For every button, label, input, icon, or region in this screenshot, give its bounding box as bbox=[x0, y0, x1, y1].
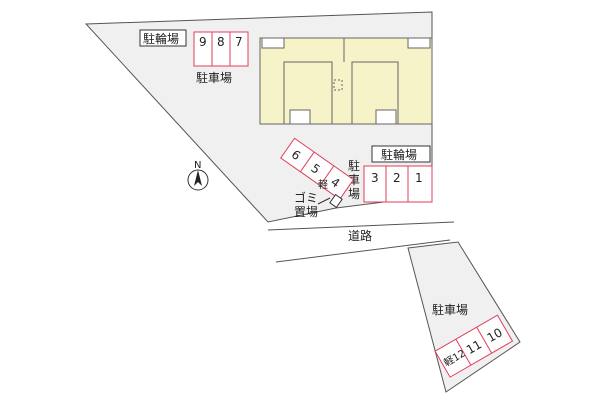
garbage-label-2: 置場 bbox=[294, 205, 318, 219]
road-label: 道路 bbox=[348, 228, 372, 243]
bike-parking-top bbox=[139, 29, 187, 47]
kei-label-diag: 軽 bbox=[318, 179, 328, 191]
garbage-label-1: ゴミ bbox=[294, 190, 318, 205]
parking-group-bottom: 軽12 11 10 bbox=[434, 314, 514, 378]
lower-lot bbox=[407, 241, 521, 393]
car-parking-right-label-1: 駐 bbox=[348, 158, 360, 173]
car-parking-bottom-label: 駐車場 bbox=[432, 302, 468, 317]
road-edge-top bbox=[267, 221, 455, 231]
space-3: 3 bbox=[371, 171, 379, 185]
space-9: 9 bbox=[199, 35, 207, 49]
road-edge-bottom bbox=[275, 239, 451, 263]
bike-parking-right-label: 駐輪場 bbox=[381, 147, 417, 162]
space-8: 8 bbox=[217, 35, 225, 49]
north-arrow-icon: N bbox=[187, 160, 209, 191]
parking-group-right: 3 2 1 bbox=[363, 165, 433, 203]
bike-parking-top-label: 駐輪場 bbox=[143, 31, 179, 46]
parking-group-top: 9 8 7 bbox=[193, 31, 249, 67]
car-parking-right-label-3: 場 bbox=[348, 187, 360, 201]
building bbox=[259, 37, 433, 125]
space-11: 11 bbox=[464, 337, 484, 357]
bike-parking-right bbox=[371, 145, 431, 163]
car-parking-top-label: 駐車場 bbox=[196, 70, 232, 85]
parking-group-diagonal: 6 5 4 bbox=[280, 137, 355, 200]
space-10: 10 bbox=[485, 325, 505, 345]
space-1: 1 bbox=[415, 171, 423, 185]
garbage-box bbox=[329, 193, 343, 209]
svg-text:N: N bbox=[194, 160, 201, 171]
space-7: 7 bbox=[235, 35, 243, 49]
space-2: 2 bbox=[393, 171, 401, 185]
